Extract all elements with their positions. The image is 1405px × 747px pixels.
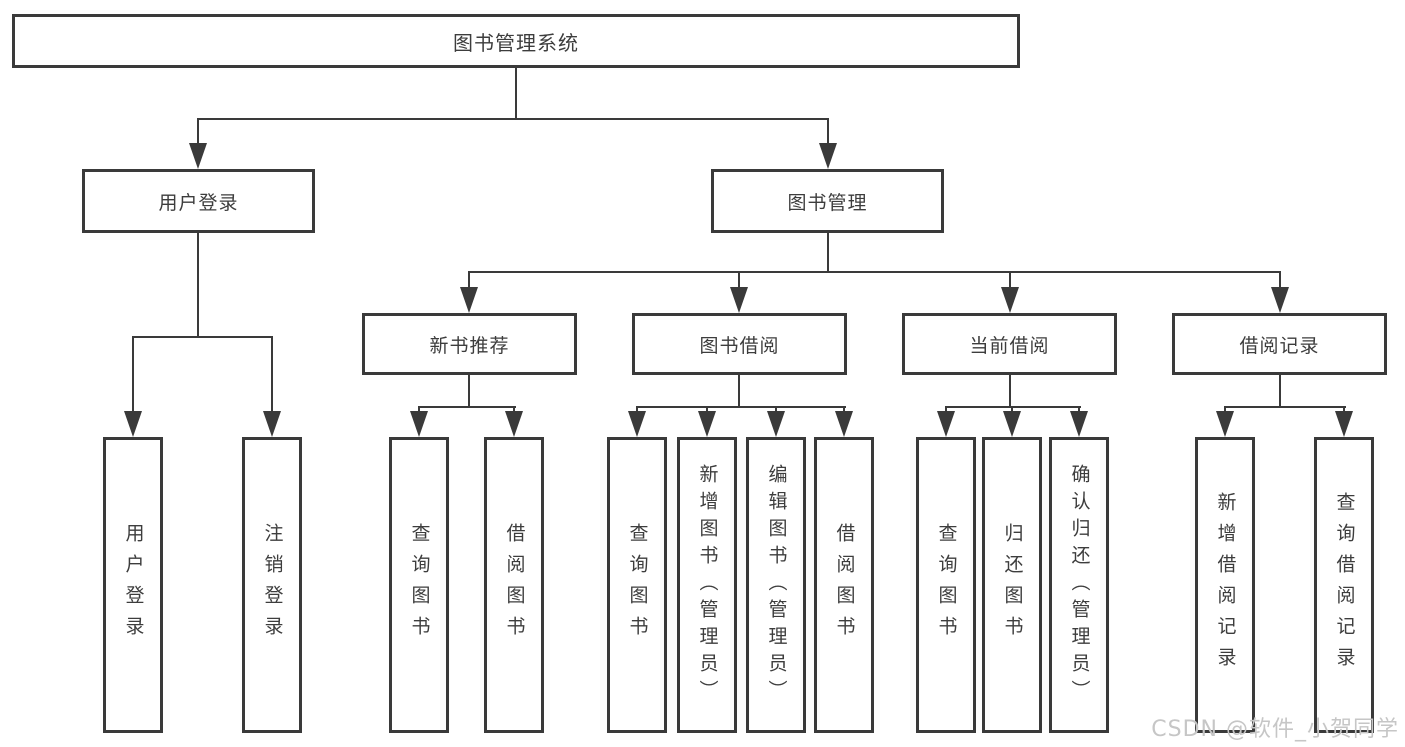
csdn-watermark: CSDN @软件_小贺同学 <box>1151 717 1399 742</box>
leaf-confirm-return-admin: 确认归还（管理员） <box>1049 437 1109 733</box>
connector-line <box>1224 406 1346 408</box>
connector-line <box>418 406 420 414</box>
leaf-add-borrow-record: 新增借阅记录 <box>1195 437 1255 733</box>
node-borrow-records-label: 借阅记录 <box>1239 334 1320 357</box>
connector-line <box>706 406 708 414</box>
arrowhead-down-icon <box>460 287 478 313</box>
connector-line <box>1009 375 1011 408</box>
arrowhead-down-icon <box>1003 411 1021 437</box>
connector-line <box>775 406 777 414</box>
node-book-borrow-label: 图书借阅 <box>699 334 780 357</box>
connector-line <box>1011 406 1013 414</box>
connector-line <box>1279 271 1281 289</box>
leaf-borrow-books-borrow: 借阅图书 <box>814 437 874 733</box>
connector-line <box>827 118 829 145</box>
connector-line <box>132 336 134 413</box>
connector-line <box>271 336 273 413</box>
leaf-query-books-newbooks: 查询图书 <box>389 437 449 733</box>
leaf-confirm-return-admin-label: 确认归还（管理员） <box>1068 463 1091 707</box>
leaf-return-books: 归还图书 <box>982 437 1042 733</box>
node-book-borrow: 图书借阅 <box>632 313 847 375</box>
connector-line <box>1279 375 1281 408</box>
connector-line <box>418 406 516 408</box>
connector-line <box>945 406 947 414</box>
connector-line <box>197 118 829 120</box>
node-user-login: 用户登录 <box>82 169 315 233</box>
node-root-label: 图书管理系统 <box>453 30 579 55</box>
leaf-return-books-label: 归还图书 <box>1001 523 1024 647</box>
connector-line <box>637 406 846 408</box>
leaf-user-login: 用户登录 <box>103 437 163 733</box>
arrowhead-down-icon <box>1070 411 1088 437</box>
node-user-login-label: 用户登录 <box>158 191 239 214</box>
node-book-management-label: 图书管理 <box>787 191 868 214</box>
node-book-management: 图书管理 <box>711 169 944 233</box>
leaf-add-borrow-record-label: 新增借阅记录 <box>1214 492 1237 678</box>
arrowhead-down-icon <box>730 287 748 313</box>
arrowhead-down-icon <box>189 143 207 169</box>
connector-line <box>468 375 470 408</box>
leaf-query-books-borrow-label: 查询图书 <box>626 523 649 647</box>
arrowhead-down-icon <box>1001 287 1019 313</box>
connector-line <box>468 271 470 289</box>
connector-line <box>827 233 829 273</box>
node-root: 图书管理系统 <box>12 14 1020 68</box>
arrowhead-down-icon <box>410 411 428 437</box>
arrowhead-down-icon <box>1335 411 1353 437</box>
node-current-borrow-label: 当前借阅 <box>969 334 1050 357</box>
node-borrow-records: 借阅记录 <box>1172 313 1387 375</box>
connector-line <box>1343 406 1345 414</box>
arrowhead-down-icon <box>1271 287 1289 313</box>
connector-line <box>843 406 845 414</box>
leaf-borrow-books-newbooks-label: 借阅图书 <box>503 523 526 647</box>
connector-line <box>1009 271 1011 289</box>
connector-line <box>513 406 515 414</box>
leaf-logout-label: 注销登录 <box>261 523 284 647</box>
connector-line <box>132 336 273 338</box>
leaf-borrow-books-borrow-label: 借阅图书 <box>833 523 856 647</box>
leaf-query-books-borrow: 查询图书 <box>607 437 667 733</box>
leaf-query-books-newbooks-label: 查询图书 <box>408 523 431 647</box>
connector-line <box>636 406 638 414</box>
arrowhead-down-icon <box>835 411 853 437</box>
connector-line <box>197 118 199 145</box>
arrowhead-down-icon <box>1216 411 1234 437</box>
arrowhead-down-icon <box>124 411 142 437</box>
node-current-borrow: 当前借阅 <box>902 313 1117 375</box>
leaf-add-book-admin-label: 新增图书（管理员） <box>696 463 719 707</box>
leaf-edit-book-admin-label: 编辑图书（管理员） <box>765 463 788 707</box>
arrowhead-down-icon <box>628 411 646 437</box>
arrowhead-down-icon <box>819 143 837 169</box>
leaf-edit-book-admin: 编辑图书（管理员） <box>746 437 806 733</box>
connector-line <box>197 233 199 338</box>
arrowhead-down-icon <box>698 411 716 437</box>
arrowhead-down-icon <box>505 411 523 437</box>
leaf-borrow-books-newbooks: 借阅图书 <box>484 437 544 733</box>
arrowhead-down-icon <box>263 411 281 437</box>
leaf-query-books-current-label: 查询图书 <box>935 523 958 647</box>
connector-line <box>738 271 740 289</box>
node-new-book-recommend: 新书推荐 <box>362 313 577 375</box>
connector-line <box>1224 406 1226 414</box>
leaf-user-login-label: 用户登录 <box>122 523 145 647</box>
arrowhead-down-icon <box>937 411 955 437</box>
leaf-query-borrow-record: 查询借阅记录 <box>1314 437 1374 733</box>
leaf-logout: 注销登录 <box>242 437 302 733</box>
leaf-query-borrow-record-label: 查询借阅记录 <box>1333 492 1356 678</box>
node-new-book-recommend-label: 新书推荐 <box>429 334 510 357</box>
connector-line <box>945 406 1081 408</box>
arrowhead-down-icon <box>767 411 785 437</box>
leaf-add-book-admin: 新增图书（管理员） <box>677 437 737 733</box>
leaf-query-books-current: 查询图书 <box>916 437 976 733</box>
connector-line <box>469 271 1281 273</box>
connector-line <box>1078 406 1080 414</box>
connector-line <box>738 375 740 408</box>
connector-line <box>515 68 517 119</box>
